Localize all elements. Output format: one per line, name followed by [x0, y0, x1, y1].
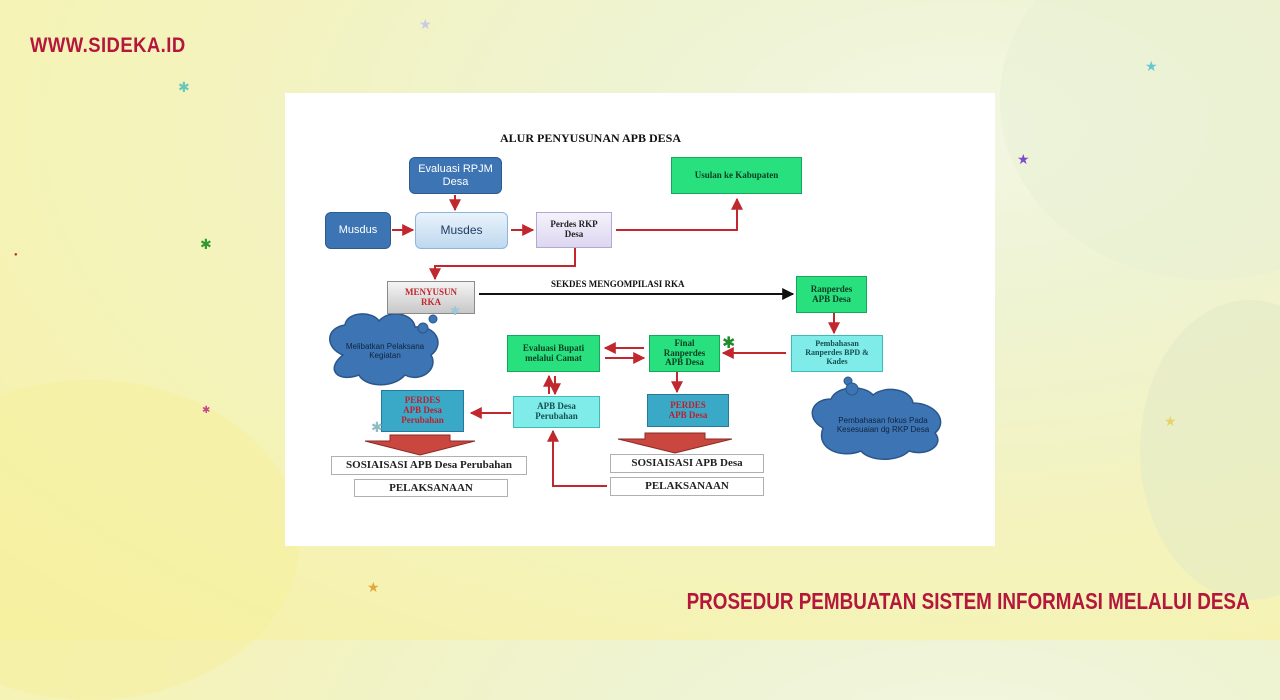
cloud-pembahasan-fokus: Pembahasan fokus Pada Kesesuaian dg RKP …	[836, 416, 930, 434]
node-usulan-kabupaten: Usulan ke Kabupaten	[671, 157, 802, 194]
node-apb-perubahan: APB Desa Perubahan	[513, 396, 600, 428]
node-evaluasi-rpjm: Evaluasi RPJM Desa	[409, 157, 502, 194]
arrow	[429, 248, 576, 281]
arrow	[616, 197, 743, 231]
cloud-bubble	[428, 314, 438, 324]
node-sosialisasi-apb: SOSIAISASI APB Desa	[610, 454, 764, 473]
star-icon: ★	[1145, 58, 1158, 74]
cloud-shape	[329, 313, 439, 386]
node-pembahasan-ranperdes: Pembahasan Ranperdes BPD & Kades	[791, 335, 883, 372]
star-icon: ★	[367, 579, 380, 595]
star-icon: ★	[1017, 151, 1030, 167]
cloud-shape	[811, 387, 942, 460]
cloud-bubble	[417, 322, 429, 334]
node-perdes-apb: PERDES APB Desa	[647, 394, 729, 427]
star-icon: ★	[419, 16, 432, 32]
node-musdes: Musdes	[415, 212, 508, 249]
background-blob	[0, 380, 300, 700]
star-icon: ★	[1164, 413, 1177, 429]
star-icon: ✱	[450, 304, 461, 318]
site-label[interactable]: WWW.SIDEKA.ID	[30, 34, 186, 57]
node-sosialisasi-perubahan: SOSIAISASI APB Desa Perubahan	[331, 456, 527, 475]
star-icon: ✱	[178, 79, 190, 95]
node-final-ranperdes: Final Ranperdes APB Desa	[649, 335, 720, 372]
node-perdes-rkp: Perdes RKP Desa	[536, 212, 612, 248]
diagram-title: ALUR PENYUSUNAN APB DESA	[500, 131, 682, 145]
down-arrow-icon	[364, 434, 476, 456]
node-menyusun-rka: MENYUSUN RKA	[387, 281, 475, 314]
diagram-connectors	[329, 195, 942, 487]
star-icon: ✱	[371, 419, 383, 435]
cloud-melibatkan: Melibatkan Pelaksana Kegiatan	[345, 342, 425, 360]
star-icon: ✱	[722, 335, 736, 352]
background-blob	[1140, 300, 1280, 600]
star-icon: ✱	[200, 236, 212, 252]
star-icon: ✱	[202, 405, 211, 416]
node-ranperdes-apb: Ranperdes APB Desa	[796, 276, 867, 313]
node-perdes-apb-perubahan: PERDES APB Desa Perubahan	[381, 390, 464, 432]
sekdes-label: SEKDES MENGOMPILASI RKA	[551, 279, 685, 289]
cloud-bubble	[845, 382, 859, 396]
node-pelaksanaan-right: PELAKSANAAN	[610, 477, 764, 496]
diagram-panel: ALUR PENYUSUNAN APB DESA SEKDES MENGOMPI…	[285, 93, 995, 546]
node-pelaksanaan-left: PELAKSANAAN	[354, 479, 508, 497]
background-blob	[1000, 0, 1280, 280]
node-evaluasi-bupati: Evaluasi Bupati melalui Camat	[507, 335, 600, 372]
down-arrow-icon	[617, 432, 733, 454]
star-icon: ●	[14, 252, 18, 258]
page-caption: PROSEDUR PEMBUATAN SISTEM INFORMASI MELA…	[686, 588, 1250, 614]
node-musdus: Musdus	[325, 212, 391, 249]
arrow	[547, 429, 607, 487]
